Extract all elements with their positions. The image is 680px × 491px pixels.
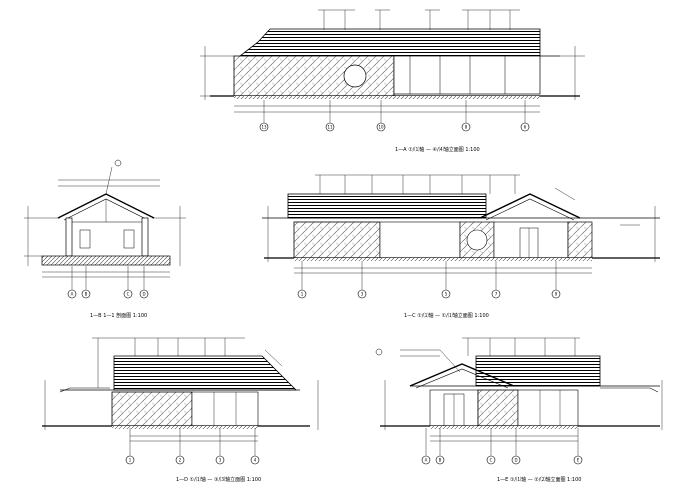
axis-bubble xyxy=(486,455,496,465)
axis-label: 2 xyxy=(179,458,182,463)
axis-label: 13 xyxy=(261,125,267,130)
axis-bubble xyxy=(551,289,561,299)
caption-scale: 1:100 xyxy=(474,313,489,319)
caption-title: ①/⑴轴 — ③/⑶轴立面图 xyxy=(189,477,246,483)
axis-label: A xyxy=(71,292,74,297)
axis-label: 1 xyxy=(129,458,132,463)
caption-prefix: 1—A xyxy=(395,147,407,153)
caption-scale: 1:100 xyxy=(567,477,582,483)
axis-bubble xyxy=(421,455,431,465)
caption-scale: 1:100 xyxy=(465,147,480,153)
caption-title: 1—1 剖面图 xyxy=(103,313,132,319)
axis-bubble xyxy=(250,455,260,465)
caption-title: ①/⑴轴 — ④/⑷轴立面图 xyxy=(408,147,464,153)
axis-label: 5 xyxy=(445,292,448,297)
axis-label: 3 xyxy=(361,292,364,297)
axis-label: 6 xyxy=(524,125,527,130)
axis-bubble xyxy=(511,455,521,465)
caption-title: ①/⑴轴 — ②/⑵轴立面图 xyxy=(509,477,566,483)
caption-prefix: 1—C xyxy=(404,313,416,319)
axis-bubble xyxy=(491,289,501,299)
axis-label: A xyxy=(425,458,428,463)
axis-label: 7 xyxy=(495,292,498,297)
elevation-bottom-left xyxy=(42,337,319,442)
axis-bubble xyxy=(175,455,185,465)
caption-prefix: 1—D xyxy=(176,477,189,483)
axis-label: 1 xyxy=(301,292,304,297)
caption-elev-bottom-left: 1—D ①/⑴轴 — ③/⑶轴立面图 1:100 xyxy=(176,476,261,483)
axis-bubble xyxy=(573,455,583,465)
section-1-1 xyxy=(24,159,186,278)
axis-bubble xyxy=(325,122,335,132)
caption-title: ①/⑴轴 — ①/⑴轴立面图 xyxy=(417,313,473,319)
axis-bubble xyxy=(125,455,135,465)
caption-scale: 1:100 xyxy=(132,313,148,319)
caption-elev-bottom-right: 1—E ①/⑴轴 — ②/⑵轴立面图 1:100 xyxy=(497,476,581,483)
elevation-bottom-right xyxy=(375,337,663,442)
caption-section: 1—B 1—1 剖面图 1:100 xyxy=(90,312,147,319)
axis-label: B xyxy=(85,292,88,297)
axis-label: C xyxy=(490,458,493,463)
axis-bubble xyxy=(376,122,386,132)
axis-label: E xyxy=(577,458,580,463)
elevation-mid-right xyxy=(262,174,660,274)
axis-label: 4 xyxy=(254,458,257,463)
axis-bubble xyxy=(357,289,367,299)
caption-elev-mid: 1—C ①/⑴轴 — ①/⑴轴立面图 1:100 xyxy=(404,312,489,319)
axis-bubble xyxy=(461,122,471,132)
axis-bubble xyxy=(435,455,445,465)
elevation-top xyxy=(200,9,585,113)
axis-label: 10 xyxy=(378,125,384,130)
axis-label: B xyxy=(439,458,442,463)
axis-bubble xyxy=(297,289,307,299)
axis-label: D xyxy=(514,458,517,463)
axis-bubble xyxy=(215,455,225,465)
axis-bubble xyxy=(139,289,149,299)
caption-elev-top: 1—A ①/⑴轴 — ④/⑷轴立面图 1:100 xyxy=(395,146,480,153)
axis-bubble xyxy=(81,289,91,299)
caption-scale: 1:100 xyxy=(246,477,262,483)
axis-bubble xyxy=(441,289,451,299)
axis-label: 9 xyxy=(555,292,558,297)
axis-bubble xyxy=(67,289,77,299)
axis-label: D xyxy=(142,292,145,297)
axis-label: C xyxy=(127,292,130,297)
caption-prefix: 1—E xyxy=(497,477,509,483)
axis-label: 11 xyxy=(327,125,333,130)
axis-bubble xyxy=(123,289,133,299)
axis-bubble xyxy=(259,122,269,132)
axis-bubble xyxy=(520,122,530,132)
axis-label: 3 xyxy=(219,458,222,463)
axis-label: 8 xyxy=(465,125,468,130)
caption-prefix: 1—B xyxy=(90,313,102,319)
